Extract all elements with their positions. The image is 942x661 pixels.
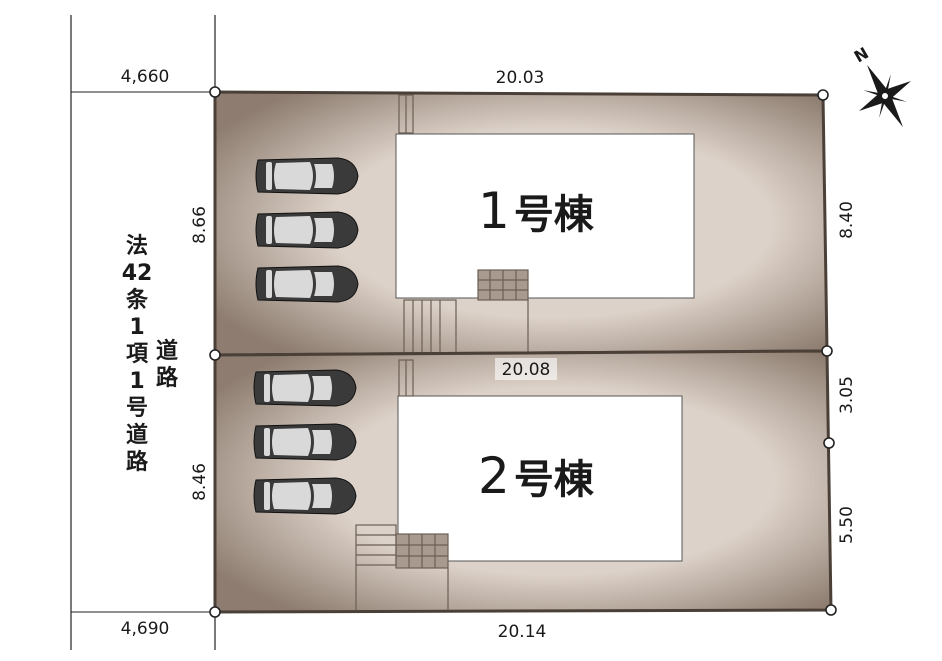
entrance-2 — [355, 359, 449, 610]
compass-north-label: N — [851, 43, 872, 66]
lot1-top-length: 20.03 — [496, 68, 545, 88]
road-label-char: 道 — [156, 338, 178, 364]
building-2-suffix: 号棟 — [514, 457, 595, 503]
lot-2 — [213, 349, 833, 614]
car-icon — [253, 423, 357, 461]
car-icon — [255, 211, 359, 249]
compass-star-icon: N — [851, 43, 911, 128]
road-label-char: 法 — [126, 234, 148, 259]
car-icon — [253, 369, 357, 407]
boundary-markers — [209, 86, 837, 618]
lot1-left-length: 8.66 — [190, 206, 210, 244]
road-label-char: 号 — [126, 396, 148, 421]
car-icon — [253, 477, 357, 515]
lot-1 — [213, 90, 829, 357]
building-1-suffix: 号棟 — [514, 192, 595, 238]
building-1 — [395, 133, 695, 299]
car-icon — [255, 157, 359, 195]
road-label-right: 道路 — [156, 338, 179, 391]
lot2-right-lower-length: 5.50 — [837, 506, 857, 544]
road-label-char: 路 — [156, 365, 179, 391]
road-label-char: 1 — [129, 369, 144, 394]
lot2-right-upper-length: 3.05 — [837, 376, 857, 414]
road-label-char: 条 — [125, 287, 149, 313]
lot2-bottom-length: 20.14 — [498, 622, 547, 642]
parking-1 — [255, 157, 359, 303]
entrance-1 — [398, 94, 529, 356]
building-1-number: 1 — [478, 182, 510, 240]
road-label-char: 項 — [126, 342, 149, 367]
label-backdrop — [495, 358, 557, 380]
building-2-number: 2 — [478, 447, 510, 505]
road-boundaries — [70, 15, 216, 650]
road-label-char: 1 — [129, 315, 144, 340]
car-icon — [255, 265, 359, 303]
road-label-char: 道 — [126, 422, 148, 448]
lot2-top-length: 20.08 — [502, 360, 551, 380]
lot1-right-length: 8.40 — [837, 201, 857, 239]
road-width-bottom: 4,690 — [121, 619, 170, 639]
parking-2 — [253, 369, 357, 515]
lot2-left-length: 8.46 — [190, 463, 210, 501]
road-label-char: 42 — [122, 261, 153, 286]
road-label-char: 路 — [126, 449, 149, 475]
road-width-top: 4,660 — [121, 67, 170, 87]
